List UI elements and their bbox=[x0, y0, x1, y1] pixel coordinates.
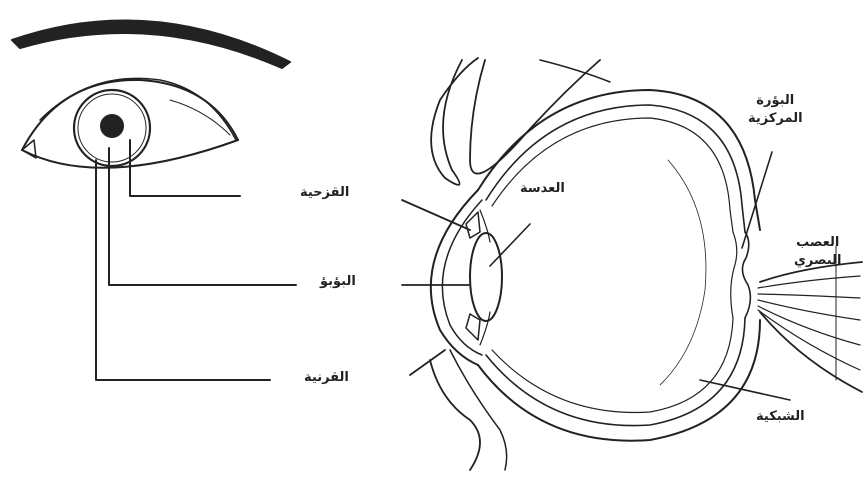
lid-crease bbox=[40, 78, 236, 140]
leader-pupil bbox=[109, 148, 296, 285]
iris-lower bbox=[466, 314, 480, 340]
inner-retina-thin bbox=[660, 160, 706, 385]
eyebrow bbox=[12, 20, 290, 68]
label-retina: الشبكية bbox=[756, 408, 805, 426]
label-cornea: القرنية bbox=[304, 369, 349, 387]
brow-fold bbox=[540, 60, 610, 82]
optic-nerve-fiber-2 bbox=[758, 294, 860, 298]
label-lens: العدسة bbox=[520, 180, 565, 198]
retina-layer bbox=[492, 118, 733, 412]
leader-iris-section bbox=[402, 200, 470, 230]
pupil-circle bbox=[101, 115, 123, 137]
cornea-inner bbox=[442, 200, 482, 355]
leader-cornea bbox=[96, 160, 270, 380]
lens-shape bbox=[470, 233, 502, 321]
ciliary-lower bbox=[480, 312, 490, 345]
label-iris: القزحية bbox=[300, 184, 349, 202]
optic-disc-inner bbox=[731, 232, 737, 318]
label-optic-nerve: العصب البصري bbox=[794, 234, 841, 269]
label-fovea-line2: المركزية bbox=[748, 110, 803, 128]
label-fovea-line1: البؤرة bbox=[748, 92, 803, 110]
leader-fovea bbox=[742, 152, 772, 248]
optic-nerve-fiber-3 bbox=[758, 300, 860, 320]
lower-lid bbox=[430, 360, 480, 470]
optic-nerve-bottom bbox=[760, 312, 862, 392]
ciliary-upper bbox=[480, 210, 490, 242]
label-optic-nerve-line1: العصب bbox=[794, 234, 841, 252]
label-pupil: البؤبؤ bbox=[320, 273, 356, 291]
leader-cornea-section bbox=[410, 350, 445, 375]
label-optic-nerve-line2: البصري bbox=[794, 252, 841, 270]
label-fovea: البؤرة المركزية bbox=[748, 92, 803, 127]
leader-iris bbox=[130, 140, 240, 196]
